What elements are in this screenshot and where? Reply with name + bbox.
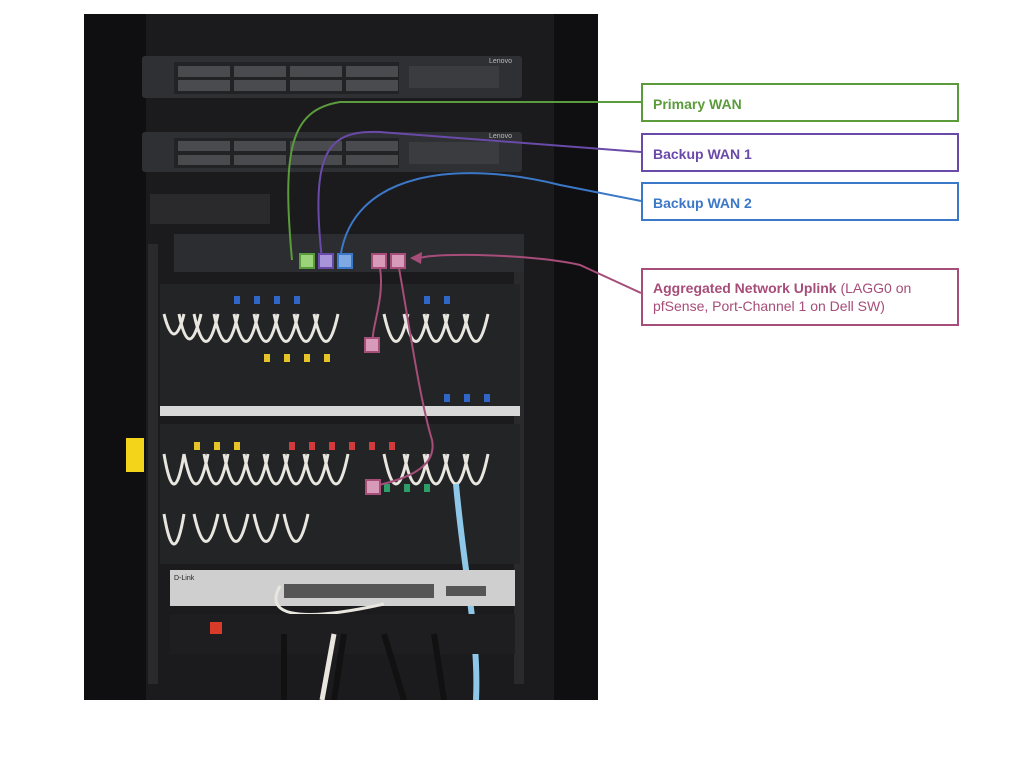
patch-panel-lower bbox=[160, 424, 520, 564]
backup-wan-1-title: Backup WAN 1 bbox=[653, 146, 752, 162]
dlink-brand: D-Link bbox=[174, 575, 195, 582]
dlink-switch: D-Link bbox=[170, 570, 515, 616]
aggregated-uplink-title: Aggregated Network Uplink bbox=[653, 280, 837, 296]
server-unit-1: Lenovo bbox=[142, 56, 522, 98]
warning-sticker bbox=[126, 438, 144, 472]
aggregated-uplink-detail: (LAGG0 on pfSense, Port-Channel 1 on Del… bbox=[653, 280, 912, 314]
aggregated-uplink-label: Aggregated Network Uplink (LAGG0 on pfSe… bbox=[641, 268, 959, 326]
firewall-appliance bbox=[174, 234, 524, 272]
backup-wan-2-label: Backup WAN 2 bbox=[641, 182, 959, 221]
rack-photo: Lenovo Lenovo bbox=[84, 14, 598, 700]
server-2-brand: Lenovo bbox=[489, 133, 512, 140]
backup-wan-2-title: Backup WAN 2 bbox=[653, 195, 752, 211]
server-unit-2: Lenovo bbox=[142, 132, 522, 172]
primary-wan-title: Primary WAN bbox=[653, 96, 742, 112]
backup-wan-1-label: Backup WAN 1 bbox=[641, 133, 959, 172]
small-device bbox=[150, 194, 270, 224]
patch-panel-upper bbox=[160, 284, 520, 416]
primary-wan-label: Primary WAN bbox=[641, 83, 959, 122]
server-1-brand: Lenovo bbox=[489, 58, 512, 65]
